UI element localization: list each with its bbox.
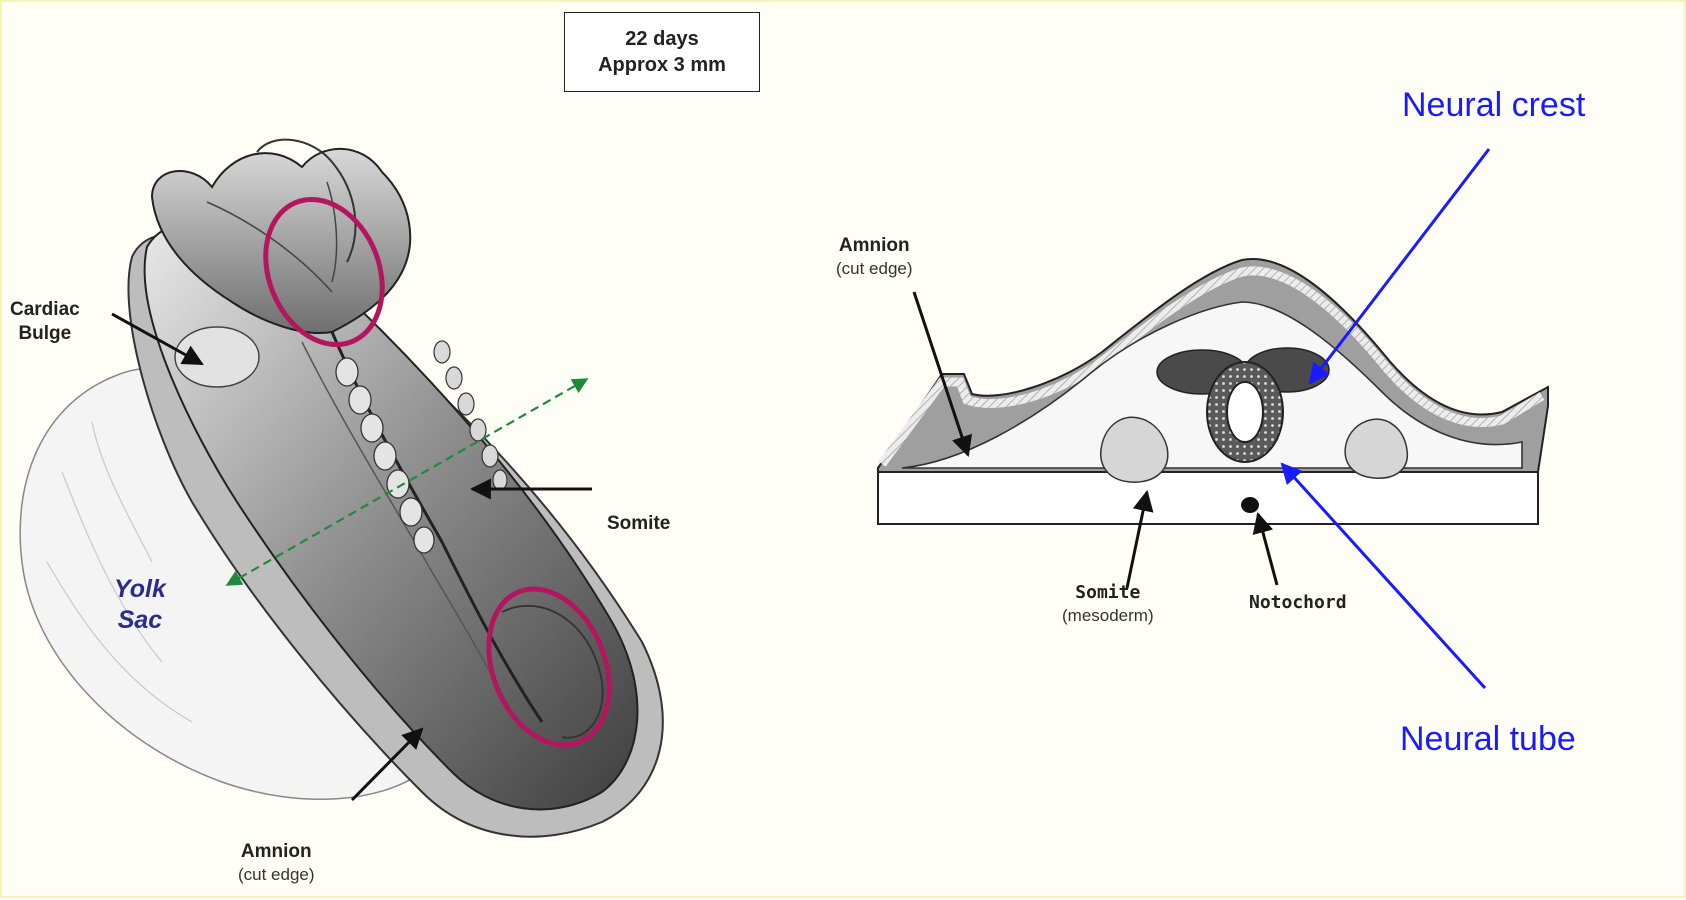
notochord-label: Notochord bbox=[1249, 592, 1347, 615]
cross-section-shape bbox=[878, 259, 1548, 524]
amnion-left-label: Amnion (cut edge) bbox=[238, 840, 315, 885]
cardiac-bulge-label: Cardiac Bulge bbox=[10, 298, 80, 346]
yolk-sac-label: Yolk Sac bbox=[114, 574, 166, 637]
age-size-box: 22 days Approx 3 mm bbox=[564, 12, 760, 92]
size-label: Approx 3 mm bbox=[598, 52, 726, 78]
somite-right-label: Somite (mesoderm) bbox=[1062, 582, 1154, 626]
somite-left-label: Somite bbox=[607, 512, 670, 536]
neural-tube-label: Neural tube bbox=[1400, 718, 1576, 761]
neural-crest-label: Neural crest bbox=[1402, 84, 1585, 127]
age-label: 22 days bbox=[625, 26, 698, 52]
amnion-right-label: Amnion (cut edge) bbox=[836, 234, 913, 279]
neural-crest-pointer bbox=[1310, 149, 1489, 383]
